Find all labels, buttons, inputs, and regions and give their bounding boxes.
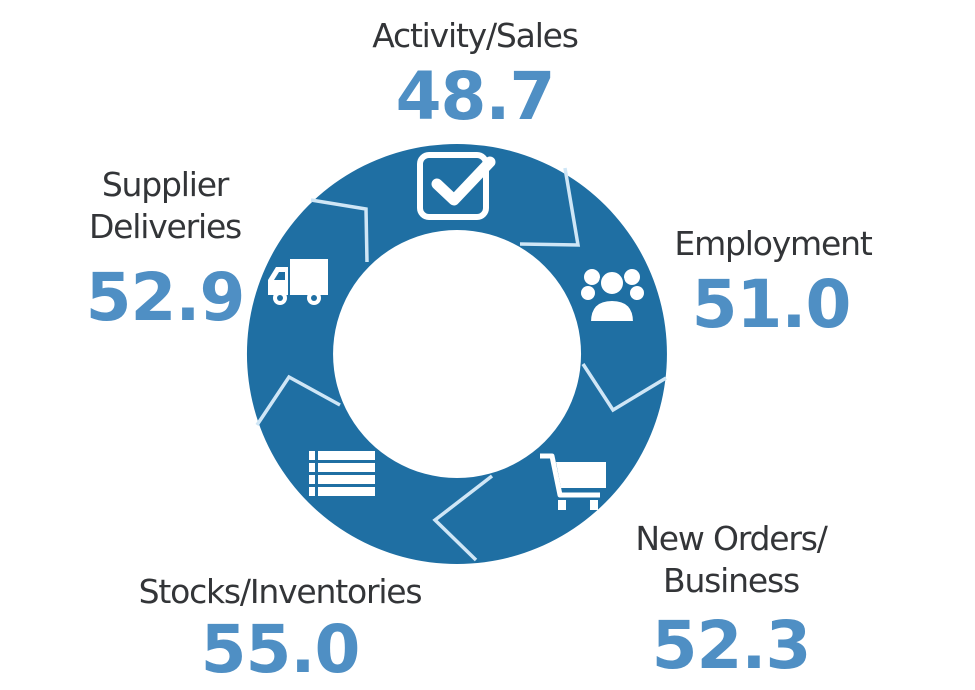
employment-value: 51.0: [691, 266, 852, 343]
supplier-deliveries-label-line1: Supplier: [101, 165, 230, 204]
separator-employment-orders: [581, 363, 667, 413]
employment-label: Employment: [674, 224, 872, 263]
stocks-inventories-label: Stocks/Inventories: [138, 572, 423, 611]
new-orders-label-line1: New Orders/: [635, 519, 828, 558]
separator-stocks-supplier: [255, 374, 341, 426]
stocks-inventories-value: 55.0: [200, 611, 361, 688]
checkbox-icon: [417, 152, 496, 220]
new-orders-value: 52.3: [651, 607, 812, 684]
supplier-deliveries-label-line2: Deliveries: [88, 207, 242, 246]
list-icon: [309, 451, 375, 496]
separator-activity-employment: [519, 167, 581, 247]
supplier-deliveries-value: 52.9: [85, 259, 246, 336]
people-group-icon: [581, 269, 644, 323]
shopping-cart-icon: [540, 453, 606, 510]
new-orders-label-line2: Business: [663, 561, 800, 600]
separator-orders-stocks: [432, 474, 494, 562]
separator-supplier-activity: [310, 198, 369, 263]
activity-sales-value: 48.7: [395, 58, 556, 135]
activity-sales-label: Activity/Sales: [372, 16, 579, 55]
delivery-truck-icon: [268, 259, 328, 305]
